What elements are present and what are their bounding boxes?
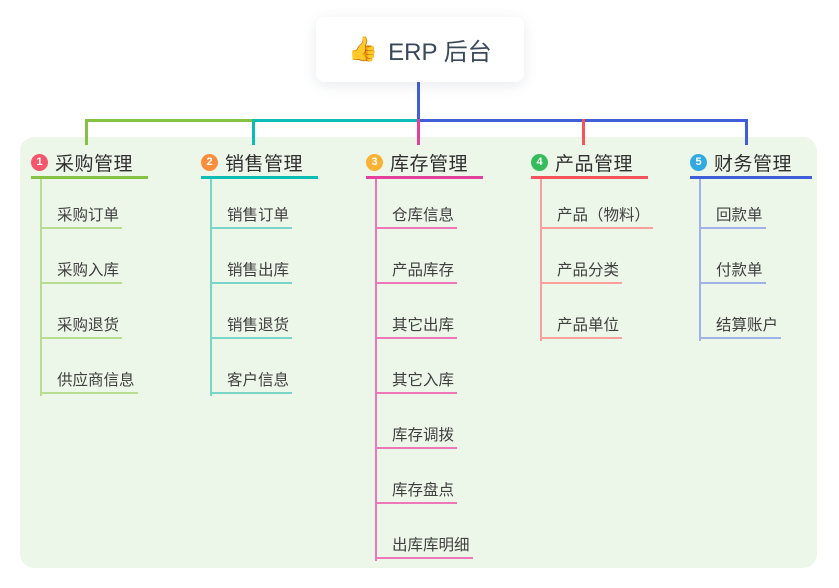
child-label: 仓库信息 [392, 207, 455, 224]
child-label: 客户信息 [227, 372, 290, 389]
thumbs-up-icon: 👍 [348, 36, 379, 63]
child-label: 产品分类 [557, 262, 620, 279]
root-node[interactable]: 👍 ERP 后台 [316, 17, 524, 82]
branch-vertical-line-3 [375, 179, 377, 561]
child-label: 采购入库 [57, 262, 120, 279]
branches-panel [20, 137, 817, 568]
child-node[interactable]: 采购订单 [40, 203, 123, 229]
child-node[interactable]: 其它入库 [375, 368, 458, 394]
connector-horizontal-2 [254, 119, 419, 122]
child-node[interactable]: 供应商信息 [40, 368, 138, 394]
branch-title-2[interactable]: 2 销售管理 [201, 148, 318, 179]
child-label: 产品（物料） [557, 207, 651, 224]
connector-horizontal-1 [85, 119, 254, 122]
branch-badge: 5 [690, 153, 707, 171]
branch-label: 财务管理 [714, 153, 793, 175]
child-label: 其它入库 [392, 372, 455, 389]
root-title: ERP 后台 [388, 39, 492, 66]
child-label: 销售退货 [227, 317, 290, 334]
branch-vertical-line-5 [699, 179, 701, 341]
child-node[interactable]: 产品（物料） [540, 203, 654, 229]
child-label: 其它出库 [392, 317, 455, 334]
branch-badge: 1 [31, 153, 48, 171]
child-label: 付款单 [716, 262, 763, 279]
child-node[interactable]: 产品分类 [540, 258, 623, 284]
child-label: 销售订单 [227, 207, 290, 224]
child-node[interactable]: 其它出库 [375, 313, 458, 339]
root-stem-line [417, 82, 420, 120]
connector-drop-2 [252, 119, 255, 145]
child-label: 产品单位 [557, 317, 620, 334]
connector-drop-3 [417, 119, 420, 145]
child-node[interactable]: 付款单 [699, 258, 766, 284]
child-node[interactable]: 库存盘点 [375, 478, 458, 504]
child-node[interactable]: 产品库存 [375, 258, 458, 284]
branch-badge: 3 [366, 153, 383, 171]
branch-title-5[interactable]: 5 财务管理 [690, 148, 812, 179]
child-node[interactable]: 采购入库 [40, 258, 123, 284]
child-label: 采购订单 [57, 207, 120, 224]
child-label: 库存调拨 [392, 427, 455, 444]
child-label: 库存盘点 [392, 482, 455, 499]
child-node[interactable]: 客户信息 [210, 368, 293, 394]
branch-badge: 2 [201, 153, 218, 171]
child-node[interactable]: 库存调拨 [375, 423, 458, 449]
child-node[interactable]: 回款单 [699, 203, 766, 229]
child-node[interactable]: 销售退货 [210, 313, 293, 339]
child-label: 出库库明细 [392, 537, 470, 554]
child-label: 产品库存 [392, 262, 455, 279]
branch-label: 销售管理 [225, 153, 304, 175]
branch-label: 库存管理 [390, 153, 469, 175]
child-node[interactable]: 采购退货 [40, 313, 123, 339]
child-label: 结算账户 [716, 317, 779, 334]
branch-vertical-line-1 [40, 179, 42, 396]
child-label: 回款单 [716, 207, 763, 224]
connector-drop-4 [582, 119, 585, 145]
child-node[interactable]: 仓库信息 [375, 203, 458, 229]
connector-drop-1 [85, 119, 88, 145]
branch-title-1[interactable]: 1 采购管理 [31, 148, 148, 179]
child-label: 销售出库 [227, 262, 290, 279]
child-node[interactable]: 结算账户 [699, 313, 782, 339]
child-label: 供应商信息 [57, 372, 135, 389]
branch-label: 产品管理 [555, 153, 634, 175]
branch-title-3[interactable]: 3 库存管理 [366, 148, 483, 179]
child-node[interactable]: 销售订单 [210, 203, 293, 229]
branch-label: 采购管理 [55, 153, 134, 175]
branch-title-4[interactable]: 4 产品管理 [531, 148, 648, 179]
child-node[interactable]: 销售出库 [210, 258, 293, 284]
connector-drop-5 [745, 119, 748, 145]
child-node[interactable]: 产品单位 [540, 313, 623, 339]
child-label: 采购退货 [57, 317, 120, 334]
branch-vertical-line-4 [540, 179, 542, 341]
branch-badge: 4 [531, 153, 548, 171]
child-node[interactable]: 出库库明细 [375, 533, 473, 559]
branch-vertical-line-2 [210, 179, 212, 396]
